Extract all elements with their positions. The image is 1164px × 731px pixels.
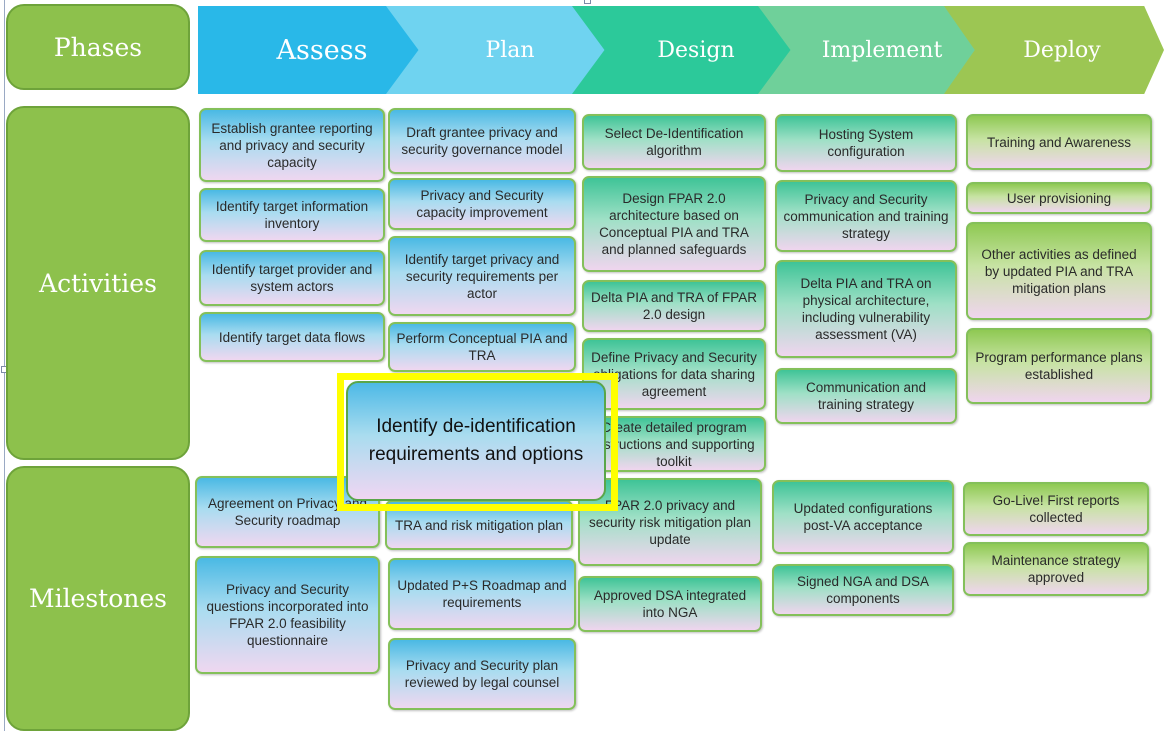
deploy-activity-1: Training and Awareness [966,114,1152,170]
implement-activity-2: Privacy and Security communication and t… [775,180,957,252]
design-activity-3: Delta PIA and TRA of FPAR 2.0 design [582,280,766,332]
plan-activity-4: Perform Conceptual PIA and TRA [388,322,576,372]
phases-label: Phases [6,4,190,90]
assess-activity-2: Identify target information inventory [199,188,385,242]
assess-activity-1: Establish grantee reporting and privacy … [199,108,385,182]
plan-milestone-2: Updated P+S Roadmap and requirements [388,558,576,630]
phase-design: Design [572,6,804,94]
assess-activity-3: Identify target provider and system acto… [199,250,385,306]
activities-label: Activities [6,106,190,460]
design-activity-5: Create detailed program instructions and… [582,416,766,472]
assess-milestone-1: Agreement on Privacy and Security roadma… [195,476,380,548]
resize-handle-top[interactable] [584,0,591,4]
plan-activity-2: Privacy and Security capacity improvemen… [388,178,576,230]
phase-plan: Plan [386,6,618,94]
phase-implement: Implement [758,6,990,94]
assess-milestone-2: Privacy and Security questions incorpora… [195,556,380,674]
plan-activity-3: Identify target privacy and security req… [388,236,576,316]
deploy-milestone-2: Maintenance strategy approved [963,542,1149,596]
milestones-label: Milestones [6,466,190,731]
deploy-activity-3: Other activities as defined by updated P… [966,222,1152,320]
implement-activity-1: Hosting System configuration [775,114,957,172]
implement-milestone-1: Updated configurations post-VA acceptanc… [772,480,954,554]
design-milestone-2: Approved DSA integrated into NGA [578,576,762,632]
assess-activity-4: Identify target data flows [199,312,385,362]
phase-assess: Assess [198,6,430,94]
design-activity-1: Select De-Identification algorithm [582,114,766,170]
plan-milestone-3: Privacy and Security plan reviewed by le… [388,638,576,710]
deploy-activity-2: User provisioning [966,182,1152,214]
highlight-frame [337,373,618,511]
design-activity-2: Design FPAR 2.0 architecture based on Co… [582,176,766,272]
plan-activity-1: Draft grantee privacy and security gover… [388,108,576,174]
highlight-callout[interactable]: Identify de-identification requirements … [346,381,606,501]
implement-activity-3: Delta PIA and TRA on physical architectu… [775,260,957,358]
design-milestone-1: FPAR 2.0 privacy and security risk mitig… [578,478,762,566]
phase-deploy: Deploy [944,6,1164,94]
deploy-milestone-1: Go-Live! First reports collected [963,482,1149,536]
deploy-activity-4: Program performance plans established [966,328,1152,404]
implement-activity-4: Communication and training strategy [775,368,957,424]
implement-milestone-2: Signed NGA and DSA components [772,564,954,616]
slide-edge-line [4,0,5,731]
